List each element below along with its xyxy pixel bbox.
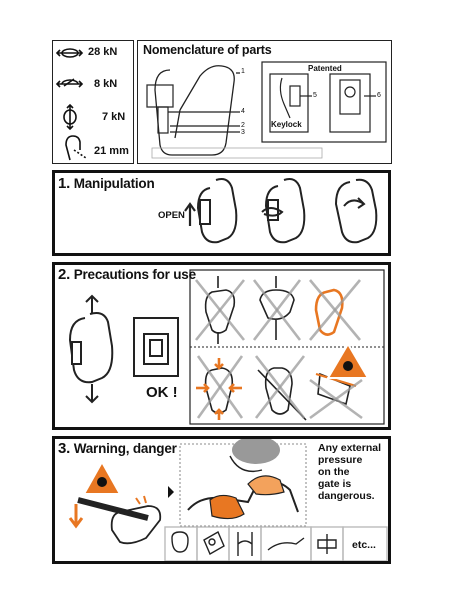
part-number-6: 6 [377, 92, 381, 99]
part-number-1: 1 [241, 68, 245, 75]
precautions-heading: 2. Precautions for use [58, 266, 196, 283]
precautions-panel [52, 262, 391, 430]
warning-illustration-closeup [187, 436, 299, 520]
part-number-3: 3 [241, 129, 245, 136]
patented-box [261, 61, 387, 143]
warning-line-3: on the [318, 466, 350, 478]
keylock-detail [269, 73, 376, 133]
major-axis-strength-icon [55, 48, 84, 58]
nomenclature-panel [137, 40, 392, 164]
arrow-right-icon [168, 486, 174, 498]
manipulation-number: 1. [58, 175, 71, 192]
manipulation-illustrations [184, 178, 378, 244]
nomenclature-title: Nomenclature of parts [143, 43, 272, 57]
keylock-label: Keylock [271, 120, 302, 129]
warning-line-1: Any external [318, 442, 382, 454]
warning-number: 3. [58, 440, 71, 457]
precautions-title: Precautions for use [73, 267, 196, 282]
part-number-5: 5 [313, 92, 317, 99]
warning-line-4: gate is [318, 478, 352, 490]
warning-panel [52, 436, 391, 564]
rating-major-axis: 28 kN [88, 46, 118, 58]
manipulation-panel [52, 170, 391, 256]
manipulation-heading: 1. Manipulation [58, 175, 155, 192]
cross-marks [194, 279, 363, 420]
misuse-carabiner-3 [314, 288, 344, 336]
orange-arrows-squeeze [196, 358, 242, 420]
gate-open-strength-icon [55, 78, 84, 88]
patented-label: Patented [308, 64, 342, 73]
precautions-number: 2. [58, 266, 71, 283]
warning-title: Warning, danger [73, 441, 177, 456]
hazard-triangle-icon [326, 342, 370, 379]
warning-illustration-left [68, 459, 162, 545]
etc-label: etc... [352, 539, 376, 551]
rating-gate-opening: 21 mm [94, 145, 129, 157]
precautions-illustrations [68, 294, 179, 404]
manipulation-title: Manipulation [73, 176, 155, 191]
open-label: OPEN [158, 210, 185, 221]
warning-line-2: pressure [318, 454, 363, 466]
rating-gate-open: 8 kN [94, 78, 118, 90]
carabiner-diagram [146, 65, 240, 156]
part-number-4: 4 [241, 108, 245, 115]
minor-axis-strength-icon [63, 103, 77, 131]
rating-minor-axis: 7 kN [102, 111, 126, 123]
gate-opening-icon [65, 135, 87, 161]
ok-label: OK ! [146, 384, 178, 401]
warning-line-5: dangerous. [318, 490, 375, 502]
warning-heading: 3. Warning, danger [58, 440, 177, 457]
part-number-2: 2 [241, 122, 245, 129]
warning-text: Any external pressure on the gate is dan… [318, 442, 398, 502]
